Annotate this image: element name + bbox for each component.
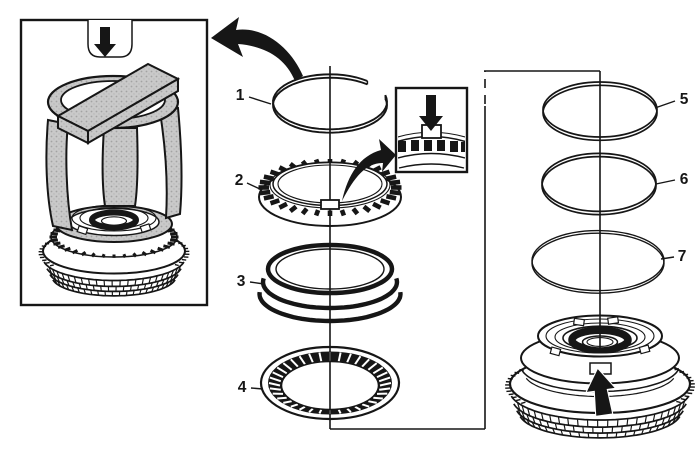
- drum-knurl-band: [43, 261, 185, 297]
- drum-knurl-band: [510, 395, 690, 439]
- tool-cross-bar: [55, 62, 181, 145]
- tool-leg: [158, 106, 183, 220]
- assembly-connector-lines: [330, 70, 600, 430]
- callout-label: 5: [680, 91, 689, 108]
- curved-arrow-to-detail-icon: [342, 139, 396, 201]
- retainer-clip: [607, 316, 620, 325]
- curved-arrow-to-inset-icon: [211, 17, 303, 81]
- callout-6: 6: [655, 171, 689, 188]
- callout-label: 4: [238, 379, 247, 396]
- drum-top-face: [71, 204, 157, 236]
- callout-1: 1: [236, 87, 272, 105]
- part-1-snap-ring: [272, 73, 388, 134]
- alignment-lug: [320, 199, 340, 210]
- retainer-clip: [572, 317, 586, 327]
- leader-line: [249, 281, 265, 285]
- detail-tooth: [411, 140, 419, 151]
- press-ram: [87, 20, 133, 58]
- callout-5: 5: [654, 91, 689, 109]
- tool-leg: [45, 118, 74, 232]
- part-7-ring: [531, 229, 665, 294]
- retainer-clip: [76, 225, 89, 236]
- install-up-arrow-icon: [584, 367, 617, 418]
- callout-label: 3: [237, 273, 246, 290]
- leader-line: [246, 182, 263, 191]
- spring-compressor-tool: [45, 62, 183, 243]
- retainer-clip: [139, 223, 152, 234]
- tool-leg: [101, 127, 139, 207]
- callout-label: 1: [236, 87, 245, 104]
- leader-line: [250, 387, 264, 390]
- leader-line: [248, 96, 272, 105]
- detail-tooth: [450, 141, 458, 152]
- press-inset-panel: [19, 18, 209, 307]
- lug-detail-inset: [394, 86, 469, 174]
- detail-down-arrow-icon: [419, 95, 443, 131]
- press-down-arrow-icon: [94, 27, 116, 57]
- callout-label: 2: [235, 172, 244, 189]
- part-6-ring: [541, 152, 657, 216]
- callout-label: 7: [678, 248, 687, 265]
- detail-tooth: [424, 140, 432, 151]
- callout-4: 4: [238, 379, 264, 396]
- detail-tooth: [461, 142, 465, 152]
- callout-2: 2: [235, 172, 263, 191]
- callout-label: 6: [680, 171, 689, 188]
- leader-line: [654, 100, 676, 109]
- leader-line: [655, 179, 676, 185]
- retainer-clip: [549, 346, 562, 357]
- detail-tooth: [398, 141, 406, 152]
- retainer-clip: [638, 344, 651, 355]
- leader-line: [660, 256, 675, 260]
- callout-3: 3: [237, 273, 265, 290]
- callout-7: 7: [660, 248, 687, 265]
- detail-tooth: [437, 140, 445, 151]
